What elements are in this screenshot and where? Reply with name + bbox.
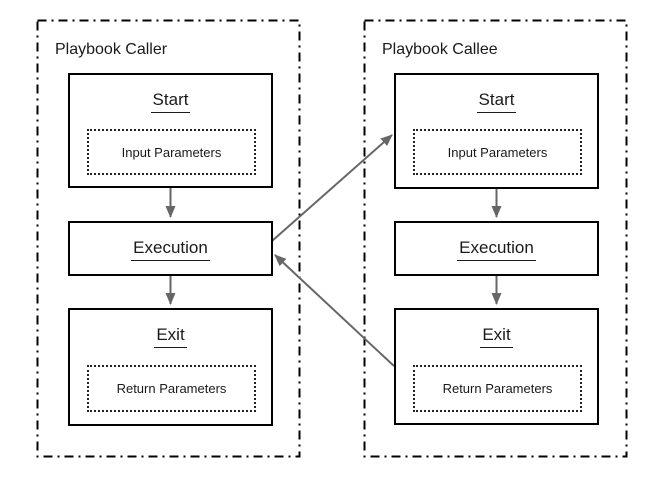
caller-execution-title: Execution bbox=[131, 237, 210, 261]
caller-start-title: Start bbox=[150, 89, 191, 113]
callee-execution-title: Execution bbox=[457, 237, 536, 261]
callee-return-parameters-box: Return Parameters bbox=[413, 365, 582, 412]
callee-exit-node: Exit Return Parameters bbox=[394, 308, 599, 425]
caller-input-parameters-label: Input Parameters bbox=[121, 144, 222, 160]
callee-exit-to-caller-execution-arrow bbox=[274, 254, 395, 367]
caller-execution-to-callee-start-arrow bbox=[271, 134, 393, 242]
callee-exit-title: Exit bbox=[480, 324, 513, 348]
caller-exit-title: Exit bbox=[154, 324, 187, 348]
callee-input-parameters-box: Input Parameters bbox=[413, 129, 582, 175]
callee-start-title: Start bbox=[476, 89, 517, 113]
caller-input-parameters-box: Input Parameters bbox=[87, 129, 256, 175]
callee-container-title: Playbook Callee bbox=[382, 41, 498, 58]
caller-return-parameters-box: Return Parameters bbox=[87, 365, 256, 412]
caller-return-parameters-label: Return Parameters bbox=[116, 381, 227, 396]
caller-execution-node: Execution bbox=[68, 221, 273, 276]
caller-start-node: Start Input Parameters bbox=[68, 73, 273, 188]
callee-start-node: Start Input Parameters bbox=[394, 73, 599, 189]
callee-execution-node: Execution bbox=[394, 221, 599, 276]
caller-exit-node: Exit Return Parameters bbox=[68, 308, 273, 426]
caller-container-title: Playbook Caller bbox=[55, 41, 168, 58]
callee-input-parameters-label: Input Parameters bbox=[447, 144, 548, 160]
callee-return-parameters-label: Return Parameters bbox=[442, 381, 553, 396]
